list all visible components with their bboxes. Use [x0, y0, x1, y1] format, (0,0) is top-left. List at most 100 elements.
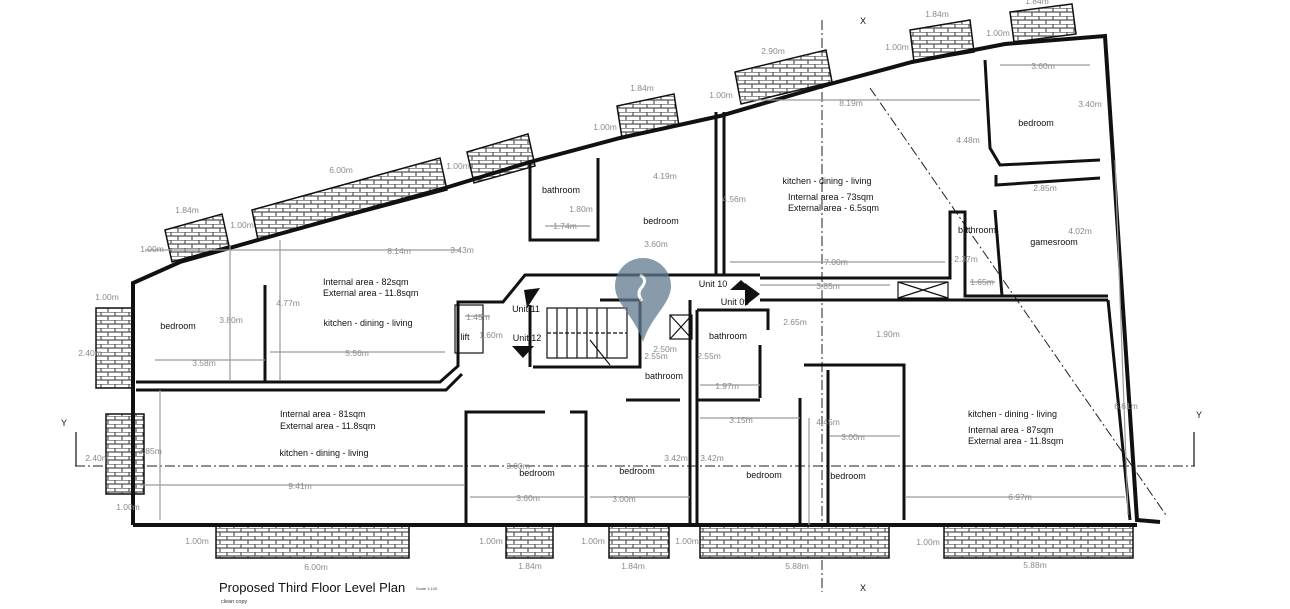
dimension-label: 1.00m: [593, 122, 617, 132]
room-label: Internal area - 82sqm: [323, 277, 409, 287]
dimension-line: [1114, 159, 1129, 516]
room-label: bedroom: [519, 468, 555, 478]
axis-label: Y: [61, 418, 67, 428]
room-label: kitchen - dining - living: [782, 176, 871, 186]
room-label: Internal area - 87sqm: [968, 425, 1054, 435]
dimension-label: 3.60m: [516, 493, 540, 503]
dimension-label: 8.19m: [839, 98, 863, 108]
room-label: bathroom: [645, 371, 683, 381]
dimension-label: 3.00m: [612, 494, 636, 504]
dimension-label: 1.00m: [185, 536, 209, 546]
plan-scale: Scale 1:100: [416, 586, 438, 591]
dimension-label: 6.00m: [304, 562, 328, 572]
room-label: External area - 11.8sqm: [280, 421, 375, 431]
room-label: kitchen - dining - living: [323, 318, 412, 328]
room-label: bathroom: [542, 185, 580, 195]
walls: [131, 33, 1161, 527]
dimension-label: 3.00m: [506, 461, 530, 471]
dimension-label: 4.02m: [1068, 226, 1092, 236]
dimension-label: 2.37m: [954, 254, 978, 264]
room-label: External area - 6.5sqm: [788, 203, 879, 213]
dimension-label: 1.00m: [140, 244, 164, 254]
room-label: bedroom: [746, 470, 782, 480]
dimension-label: 1.00m: [230, 220, 254, 230]
dimension-label: 3.85m: [816, 281, 840, 291]
axis-label: Y: [1196, 410, 1202, 420]
dimension-label: 3.43m: [450, 245, 474, 255]
dimension-label: 7.00m: [824, 257, 848, 267]
dimension-label: 3.60m: [1031, 61, 1055, 71]
dimension-label: 5.56m: [345, 348, 369, 358]
room-label: bathroom: [958, 225, 996, 235]
dimension-label: 1.90m: [876, 329, 900, 339]
unit-label: Unit 09: [721, 297, 750, 307]
staircase: [546, 307, 628, 366]
dimension-label: 1.00m: [986, 28, 1010, 38]
axis-label: X: [860, 16, 866, 26]
plan-subtitle: clean copy: [221, 599, 248, 605]
room-label: External area - 11.8sqm: [968, 436, 1063, 446]
unit-11-arrow-icon: [524, 288, 540, 308]
dimension-label: 1.00m: [479, 536, 503, 546]
dimension-label: 3.80m: [219, 315, 243, 325]
dimension-label: 2.85m: [1033, 183, 1057, 193]
location-pin-watermark-icon: [615, 258, 671, 342]
room-label: Internal area - 81sqm: [280, 409, 366, 419]
dimension-label: 3.58m: [192, 358, 216, 368]
room-label: Internal area - 73sqm: [788, 192, 874, 202]
room-label: lift: [461, 332, 470, 342]
room-label: bedroom: [830, 471, 866, 481]
room-label: kitchen - dining - living: [279, 448, 368, 458]
dimension-label: 6.97m: [1008, 492, 1032, 502]
dimension-label: 1.65m: [970, 277, 994, 287]
dimension-label: 5.88m: [1023, 560, 1047, 570]
dimension-label: 2.50m: [653, 344, 677, 354]
dimension-label: 4.19m: [653, 171, 677, 181]
dimension-label: 2.65m: [783, 317, 807, 327]
room-label: gamesroom: [1030, 237, 1078, 247]
dimension-label: 3.42m: [664, 453, 688, 463]
dimension-label: 1.97m: [715, 381, 739, 391]
dimension-label: 1.84m: [518, 561, 542, 571]
plan-title: Proposed Third Floor Level Plan: [219, 580, 406, 595]
axis-label: X: [860, 583, 866, 593]
unit-label: Unit 12: [513, 333, 542, 343]
dimension-label: 1.84m: [630, 83, 654, 93]
room-label: External area - 11.8sqm: [323, 288, 418, 298]
dimension-label: 1.84m: [621, 561, 645, 571]
dimension-label: 2.90m: [761, 46, 785, 56]
unit-label: Unit 10: [699, 279, 728, 289]
room-label: bedroom: [619, 466, 655, 476]
dimension-label: 4.77m: [276, 298, 300, 308]
dimension-label: 1.00m: [916, 537, 940, 547]
dimension-label: 6.61m: [1114, 401, 1138, 411]
dimension-label: 3.85m: [138, 446, 162, 456]
dimension-label: 5.88m: [785, 561, 809, 571]
dimension-label: 1.00m: [95, 292, 119, 302]
unit-09-arrow-icon: [745, 283, 760, 306]
dimension-label: 9.41m: [288, 481, 312, 491]
dimension-label: 1.84m: [175, 205, 199, 215]
dimension-label: 1.00m: [675, 536, 699, 546]
dimension-label: 1.60m: [479, 330, 503, 340]
dimension-label: 2.55m: [644, 351, 668, 361]
dimension-label: 1.00m: [116, 502, 140, 512]
dimension-label: 4.45m: [816, 417, 840, 427]
dimension-label: 1.45m: [466, 312, 490, 322]
dimension-label: 3.60m: [644, 239, 668, 249]
dimension-label: 8.14m: [387, 246, 411, 256]
room-label: bathroom: [709, 331, 747, 341]
dimension-label: 2.40m: [85, 453, 109, 463]
dimension-label: 3.40m: [1078, 99, 1102, 109]
dimension-lines: [140, 64, 1129, 525]
dimension-label: 1.84m: [925, 9, 949, 19]
dimension-label: 2.40m: [78, 348, 102, 358]
dimension-label: 1.80m: [569, 204, 593, 214]
dimension-label: 1.00m: [885, 42, 909, 52]
dimension-label: 1.74m: [553, 221, 577, 231]
dimension-label: 3.42m: [700, 453, 724, 463]
dimension-label: 3.15m: [729, 415, 753, 425]
dimension-label: 4.48m: [956, 135, 980, 145]
